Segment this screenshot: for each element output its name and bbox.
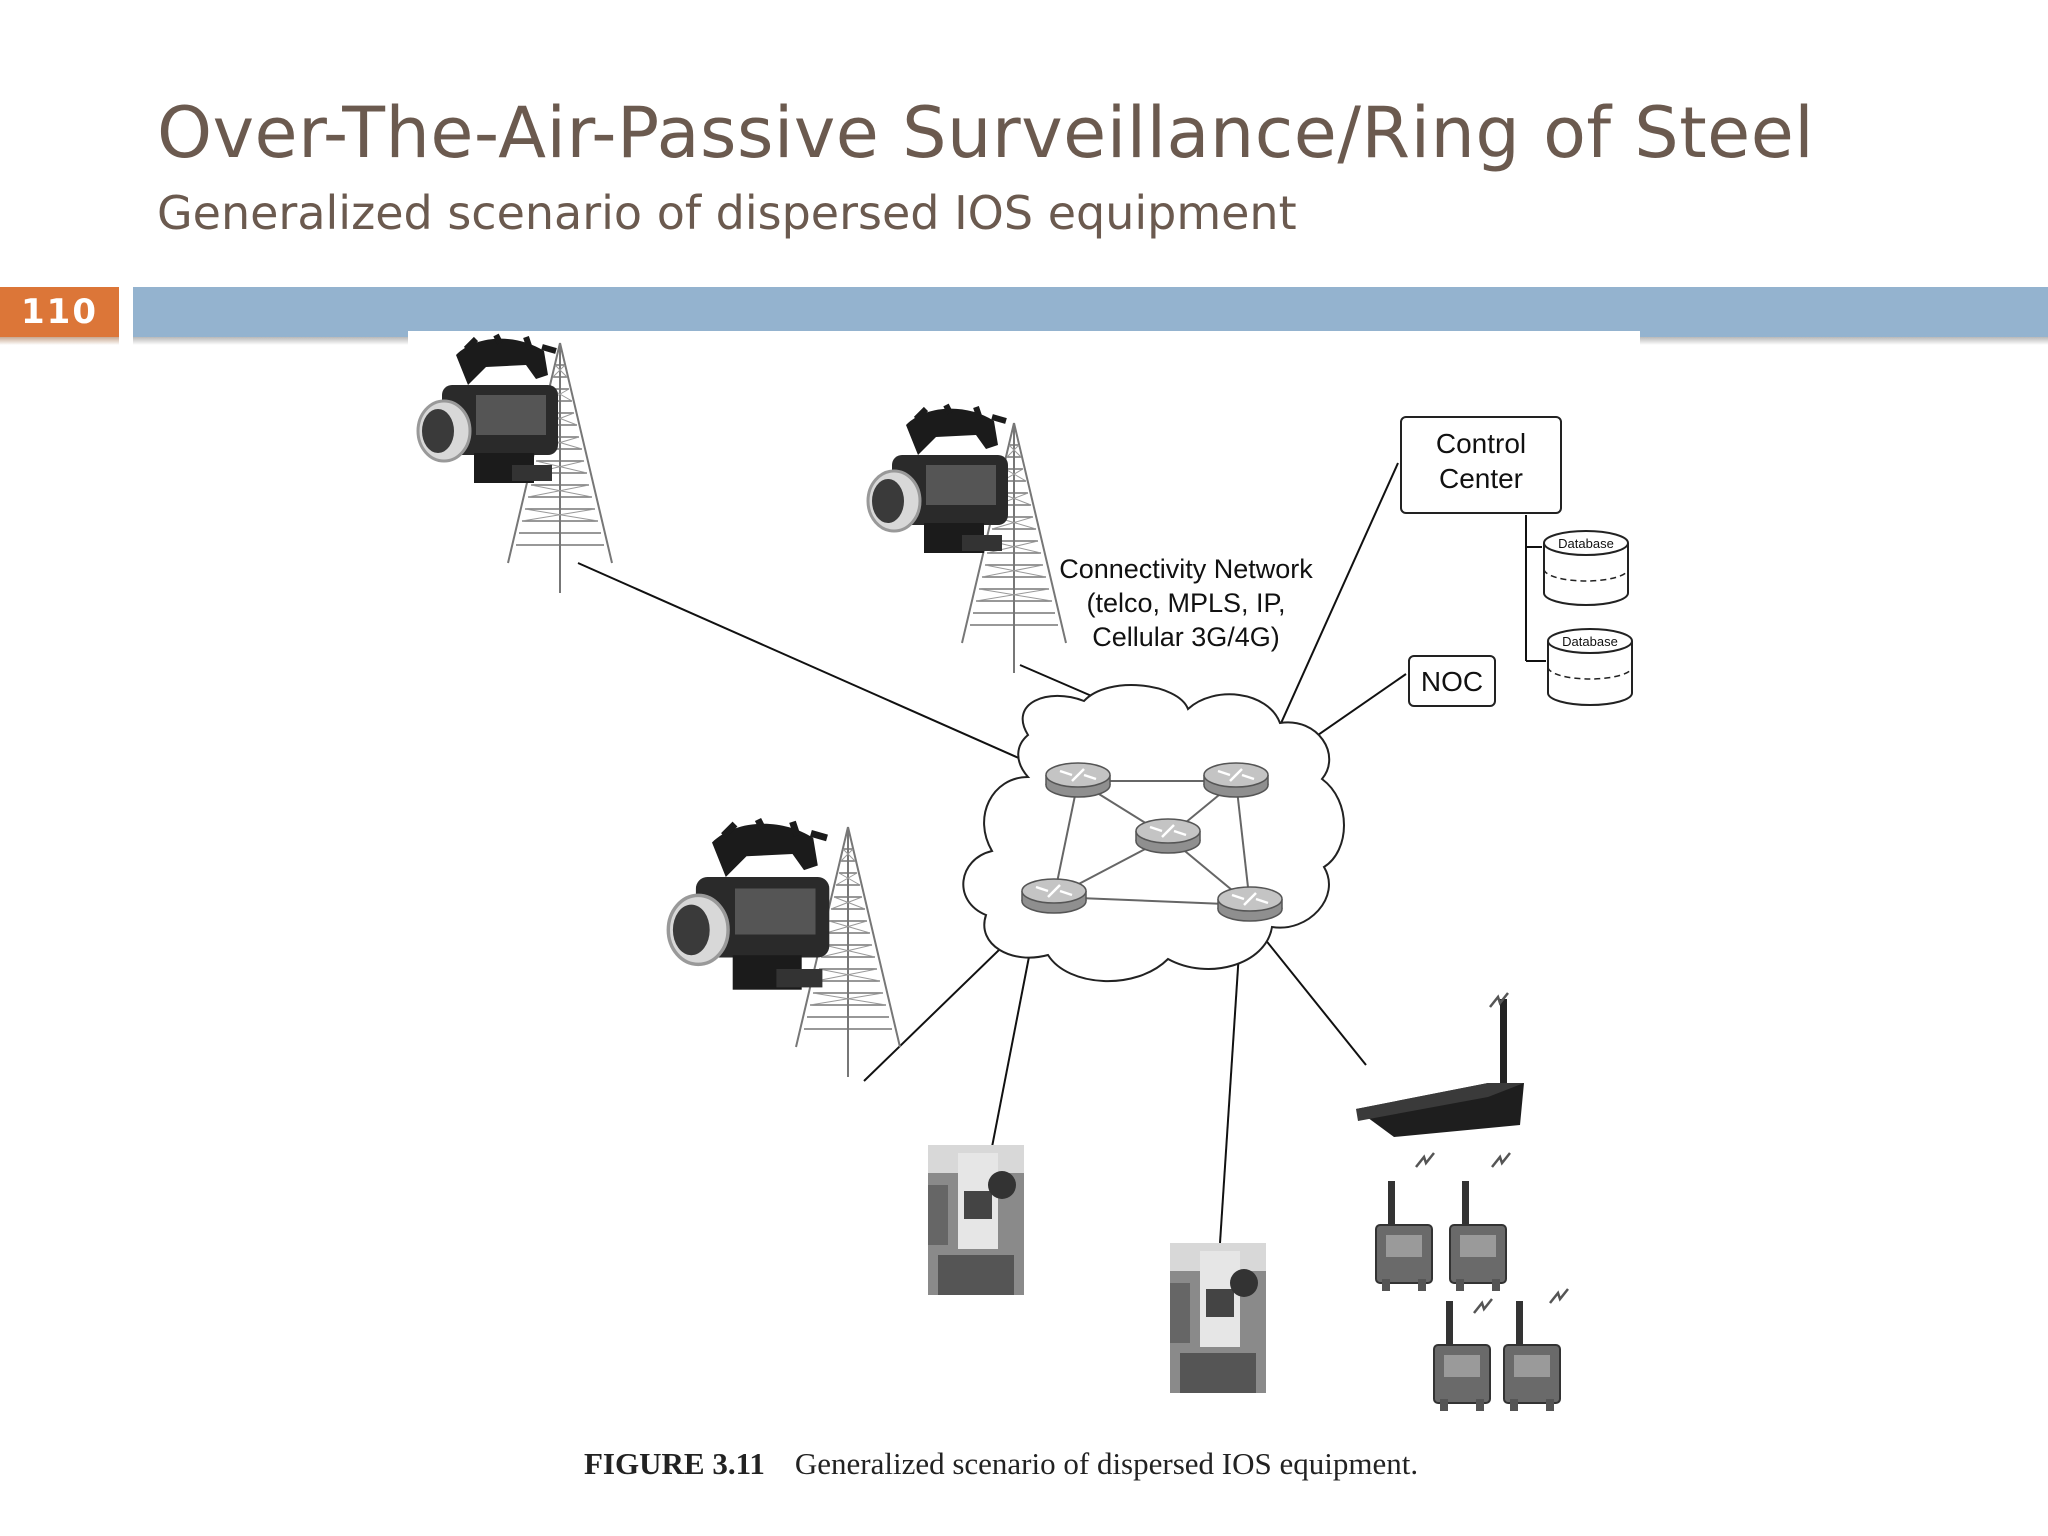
wireless-signal-icon — [1548, 1287, 1570, 1305]
router-icon — [1134, 817, 1202, 855]
control-center-box: Control Center — [1400, 416, 1562, 514]
figure-caption: FIGURE 3.11 Generalized scenario of dispe… — [584, 1446, 1418, 1482]
database-cylinder: Database — [1547, 628, 1633, 706]
router-icon — [1202, 761, 1270, 799]
connectivity-network-label: Connectivity Network (telco, MPLS, IP, C… — [1059, 554, 1313, 652]
noc-box: NOC — [1408, 655, 1496, 707]
network-diagram-figure: Connectivity Network (telco, MPLS, IP, C… — [408, 331, 1640, 1496]
control-center-label-line-2: Center — [1439, 463, 1523, 494]
network-label-line-1: Connectivity Network — [1059, 554, 1313, 584]
surveillance-camera-icon — [868, 405, 1008, 553]
slide-number-badge: 110 — [0, 287, 119, 337]
wireless-router-icon — [1356, 991, 1524, 1137]
network-diagram: Connectivity Network (telco, MPLS, IP, C… — [408, 331, 1633, 1412]
router-icon — [1216, 885, 1284, 923]
slide-subtitle: Generalized scenario of dispersed IOS eq… — [157, 186, 1297, 240]
header-bar — [133, 287, 2048, 337]
database-label: Database — [1562, 634, 1618, 649]
network-label-line-2: (telco, MPLS, IP, — [1086, 588, 1285, 618]
router-icon — [1020, 877, 1088, 915]
database-cylinder: Database — [1543, 530, 1629, 606]
control-center-label-line-1: Control — [1436, 428, 1526, 459]
slide-title: Over-The-Air-Passive Surveillance/Ring o… — [157, 92, 1815, 174]
slide-number-shadow — [0, 337, 119, 345]
database-label: Database — [1558, 536, 1614, 551]
figure-caption-text: Generalized scenario of dispersed IOS eq… — [794, 1446, 1419, 1481]
noc-label: NOC — [1421, 666, 1483, 697]
wireless-sensor-icon — [1449, 1180, 1507, 1292]
router-icon — [1044, 761, 1112, 799]
wireless-signal-icon — [1414, 1151, 1436, 1169]
figure-number: FIGURE 3.11 — [584, 1446, 765, 1481]
network-label-line-3: Cellular 3G/4G) — [1092, 622, 1280, 652]
survey-instrument-icon — [928, 1145, 1024, 1295]
wireless-sensor-icon — [1433, 1300, 1491, 1412]
survey-instrument-icon — [1170, 1243, 1266, 1393]
wireless-signal-icon — [1472, 1297, 1494, 1315]
wireless-signal-icon — [1490, 1151, 1512, 1169]
wireless-sensor-icon — [1503, 1300, 1561, 1412]
surveillance-camera-icon — [668, 820, 829, 990]
wireless-sensor-icon — [1375, 1180, 1433, 1292]
